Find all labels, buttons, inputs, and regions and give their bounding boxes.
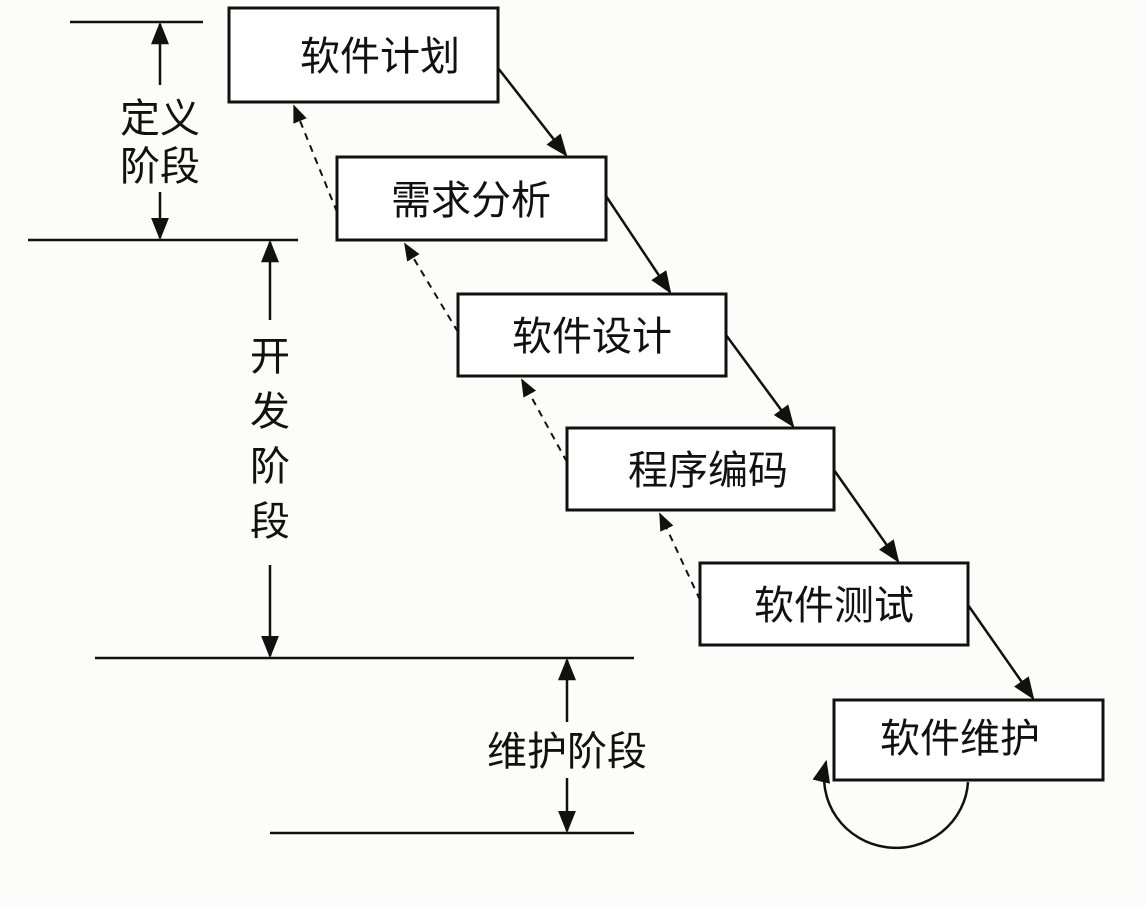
stage-label-development: 段: [250, 499, 290, 545]
phase-label: 需求分析: [391, 178, 551, 224]
phase-box-design: [456, 292, 728, 378]
stage-label-definition: 阶段: [120, 144, 200, 190]
stage-label-development: 阶: [250, 444, 290, 490]
phase-label: 软件计划: [300, 34, 460, 80]
stage-label-development: 开: [250, 334, 290, 380]
phase-label: 程序编码: [628, 448, 788, 494]
phase-box-maintenance: [832, 698, 1105, 782]
feedback-arrow: [293, 104, 338, 213]
feedback-arrow: [521, 378, 568, 463]
phase-box-coding: [565, 426, 836, 512]
phase-box-requirements: [335, 155, 608, 242]
forward-arrow: [966, 604, 1035, 700]
forward-arrow: [497, 67, 568, 157]
phase-label: 软件设计: [512, 314, 672, 360]
phase-label: 软件测试: [754, 583, 914, 629]
stage-label-development: 发: [250, 389, 290, 435]
stage-label-definition: 定义: [120, 96, 200, 142]
maintenance-loop-arrow: [812, 759, 970, 850]
stage-label-maintenance: 维护阶段: [487, 729, 647, 775]
forward-arrow: [832, 469, 900, 563]
forward-arrow: [604, 195, 672, 294]
feedback-arrow: [659, 512, 701, 601]
feedback-arrow: [404, 242, 459, 333]
forward-arrow: [724, 334, 795, 428]
phase-label: 软件维护: [880, 716, 1040, 762]
phase-box-planning: [227, 6, 500, 104]
phase-box-testing: [698, 561, 970, 647]
